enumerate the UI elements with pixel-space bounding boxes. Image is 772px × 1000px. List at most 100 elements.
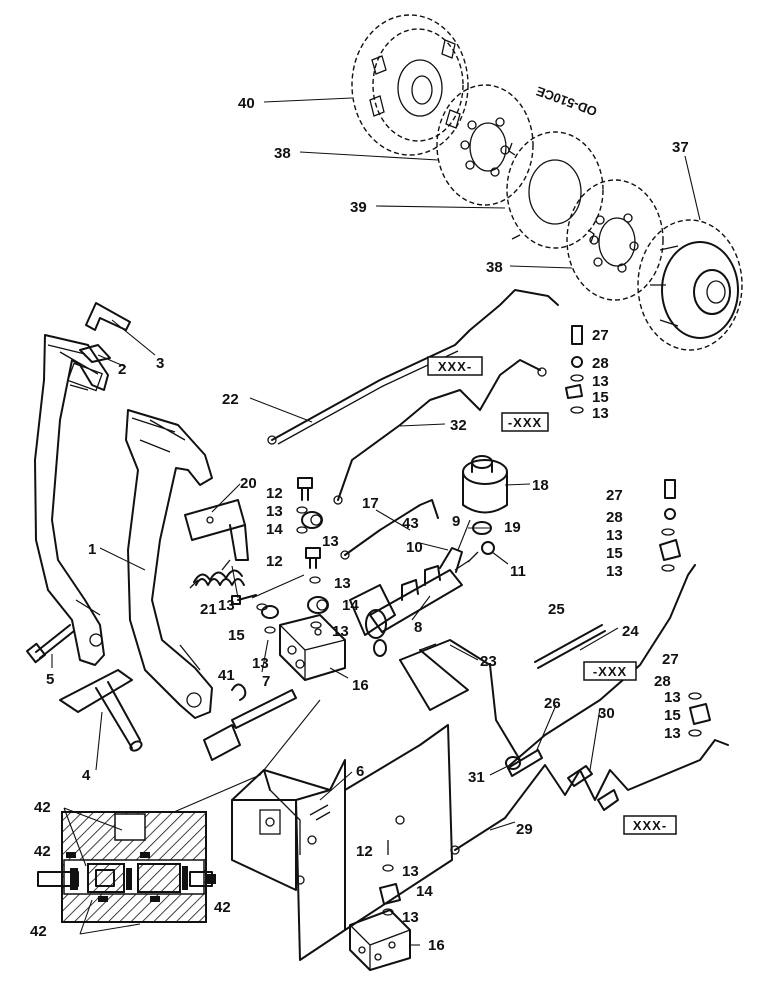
callout-9: 9 [452,513,460,530]
callout-31: 31 [468,769,485,786]
brake-line-23 [399,639,521,761]
svg-text:XXX-: XXX- [438,359,472,374]
callout-4: 4 [82,767,91,784]
label-box-2: -XXX [501,412,549,432]
callout-39: 39 [350,199,367,216]
brake-line-32 [333,359,547,505]
fittings-stack-lower [688,692,711,737]
bracket-20 [184,499,249,561]
callout-32: 32 [450,417,467,434]
brake-line-17 [340,499,439,560]
callout-14: 14 [342,597,359,614]
bolt-5 [25,624,75,664]
callout-5: 5 [46,671,54,688]
callout-42: 42 [34,843,51,860]
pedal-latch-2 [79,344,111,363]
callout-43: 43 [402,515,419,532]
clutch-housing-40 [351,14,469,156]
callout-27: 27 [592,327,609,344]
callout-38: 38 [274,145,291,162]
friction-disc-38-lower [566,179,664,301]
callout-40: 40 [238,95,255,112]
fitting-31 [505,756,521,770]
reservoir-18 [462,455,508,514]
callout-19: 19 [504,519,521,536]
callout-15: 15 [664,707,681,724]
callout-3: 3 [156,355,164,372]
callout-13: 13 [332,623,349,640]
callout-18: 18 [532,477,549,494]
callout-16: 16 [352,677,369,694]
coupling-26 [507,749,543,777]
fitting-14-mid [307,596,329,614]
callout-13: 13 [252,655,269,672]
brake-pedal-left [34,334,109,666]
callout-42: 42 [34,799,51,816]
callout-27: 27 [606,487,623,504]
svg-text:-XXX: -XXX [593,664,627,679]
callout-13: 13 [606,527,623,544]
valve-block-16 [279,614,346,681]
fittings-stack-upper [565,325,584,414]
callout-12: 12 [266,553,283,570]
callout-15: 15 [228,627,245,644]
diagram-code: OD-510CE [534,83,599,119]
fittings-lower-12-13-14 [379,840,401,916]
callout-26: 26 [544,695,561,712]
valve-block-16-lower [349,909,411,971]
fitting-15-mid [261,605,279,619]
spring-21 [189,559,245,589]
callout-28: 28 [654,673,671,690]
callout-14: 14 [416,883,433,900]
valve-cross-section [37,811,216,923]
fitting-12-upper [297,477,313,501]
callout-42: 42 [214,899,231,916]
callout-28: 28 [606,509,623,526]
callout-13: 13 [266,503,283,520]
brake-pedal-right [125,409,213,719]
mounting-bracket-6 [231,724,453,961]
callout-13: 13 [322,533,339,550]
label-box-3: -XXX [583,661,637,681]
label-box-4: XXX- [623,815,677,835]
brake-line-24 [509,564,696,766]
callout-2: 2 [118,361,126,378]
callout-13: 13 [402,863,419,880]
callout-labels: 40 38 39 37 38 3 2 27 28 13 15 13 22 32 … [30,95,689,954]
callout-13: 13 [664,725,681,742]
callout-25: 25 [548,601,565,618]
callout-13: 13 [664,689,681,706]
bolt-13-mid [231,594,257,605]
leader-lines [51,97,701,946]
callout-13: 13 [218,597,235,614]
callout-37: 37 [672,139,689,156]
callout-14: 14 [266,521,283,538]
callout-13: 13 [592,405,609,422]
callout-12: 12 [266,485,283,502]
callout-7: 7 [262,673,270,690]
callout-8: 8 [414,619,422,636]
callout-20: 20 [240,475,257,492]
clips-30 [567,765,619,811]
pivot-shaft-4 [59,669,143,752]
svg-text:XXX-: XXX- [633,818,667,833]
callout-16: 16 [428,937,445,954]
callout-13: 13 [402,909,419,926]
label-box-1: XXX- [427,356,483,376]
brake-line-29 [450,739,729,855]
callout-27: 27 [662,651,679,668]
callout-10: 10 [406,539,423,556]
clip-41 [231,683,247,701]
callout-21: 21 [200,601,217,618]
callout-1: 1 [88,541,96,558]
fitting-12-mid [305,547,321,569]
callout-42: 42 [30,923,47,940]
pedal-link-3 [85,302,131,331]
callout-22: 22 [222,391,239,408]
callout-41: 41 [218,667,235,684]
callout-24: 24 [622,623,639,640]
washers-13 [256,506,322,634]
callout-11: 11 [510,563,526,580]
hose-25 [534,624,606,669]
